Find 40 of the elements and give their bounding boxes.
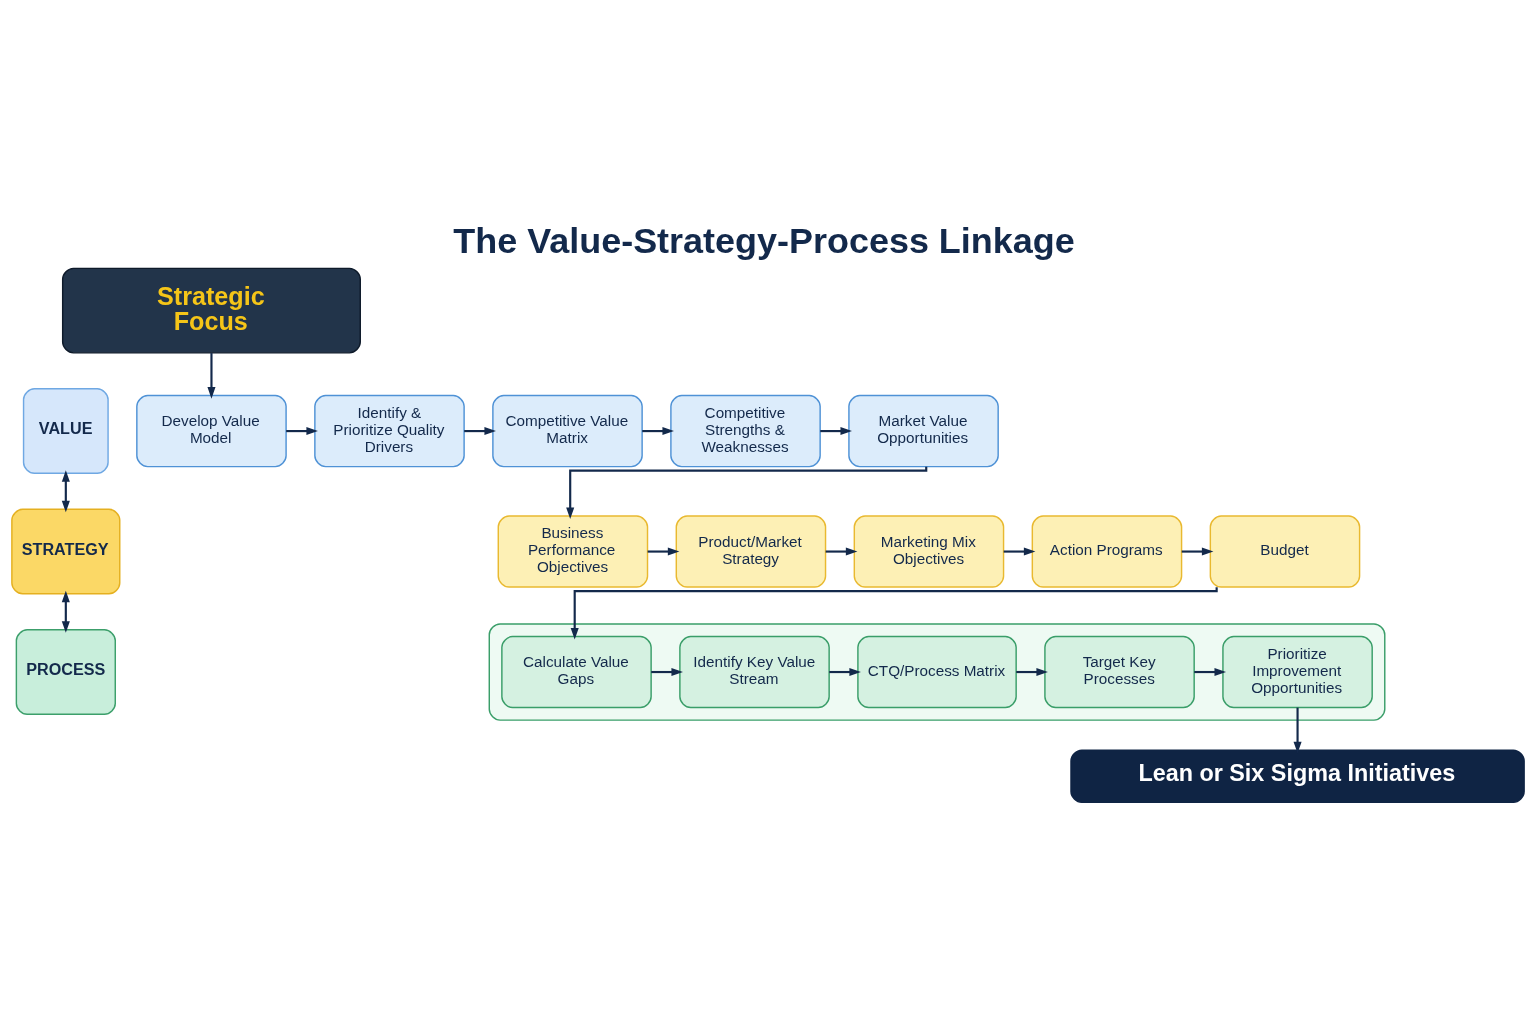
node-box: VALUE [22, 388, 109, 475]
arrow [570, 586, 1218, 640]
arrow [1181, 547, 1214, 556]
node-box: CTQ/Process Matrix [857, 635, 1017, 709]
node-box: Strategic Focus [61, 267, 361, 354]
arrow [1194, 668, 1227, 677]
node-box: Lean or Six Sigma Initiatives [1070, 749, 1525, 804]
arrow [647, 547, 680, 556]
cluster [488, 623, 1386, 721]
node-box: Prioritize Improvement Opportunities [1222, 635, 1373, 709]
arrow [651, 668, 683, 677]
arrow [642, 427, 674, 436]
arrow [61, 590, 70, 633]
diagram-title: The Value-Strategy-Process Linkage [453, 220, 1075, 262]
node-box: PROCESS [15, 629, 116, 715]
arrow [207, 353, 216, 399]
node-box: Business Performance Objectives [497, 515, 649, 588]
node-box: Develop Value Model [136, 394, 287, 468]
arrow [286, 427, 318, 436]
node-box: Competitive Strengths & Weaknesses [670, 394, 821, 468]
node-box: Identify & Prioritize Quality Drivers [314, 394, 465, 468]
arrow [1293, 707, 1302, 754]
arrow [829, 668, 861, 677]
node-box: Market Value Opportunities [848, 394, 999, 468]
node-box: Budget [1209, 515, 1361, 588]
arrow [1003, 547, 1036, 556]
node-box: Target Key Processes [1044, 635, 1195, 709]
node-box: Calculate Value Gaps [501, 635, 652, 709]
node-box: STRATEGY [11, 508, 121, 595]
node-box: Action Programs [1031, 515, 1183, 588]
node-box: Marketing Mix Objectives [853, 515, 1005, 588]
arrow [566, 466, 928, 520]
arrow [1016, 668, 1048, 677]
arrow [820, 427, 852, 436]
arrow [464, 427, 496, 436]
node-box: Identify Key Value Stream [679, 635, 830, 709]
node-box: Product/Market Strategy [675, 515, 827, 588]
arrow [825, 547, 858, 556]
node-box: Competitive Value Matrix [492, 394, 643, 468]
arrow [61, 470, 70, 513]
